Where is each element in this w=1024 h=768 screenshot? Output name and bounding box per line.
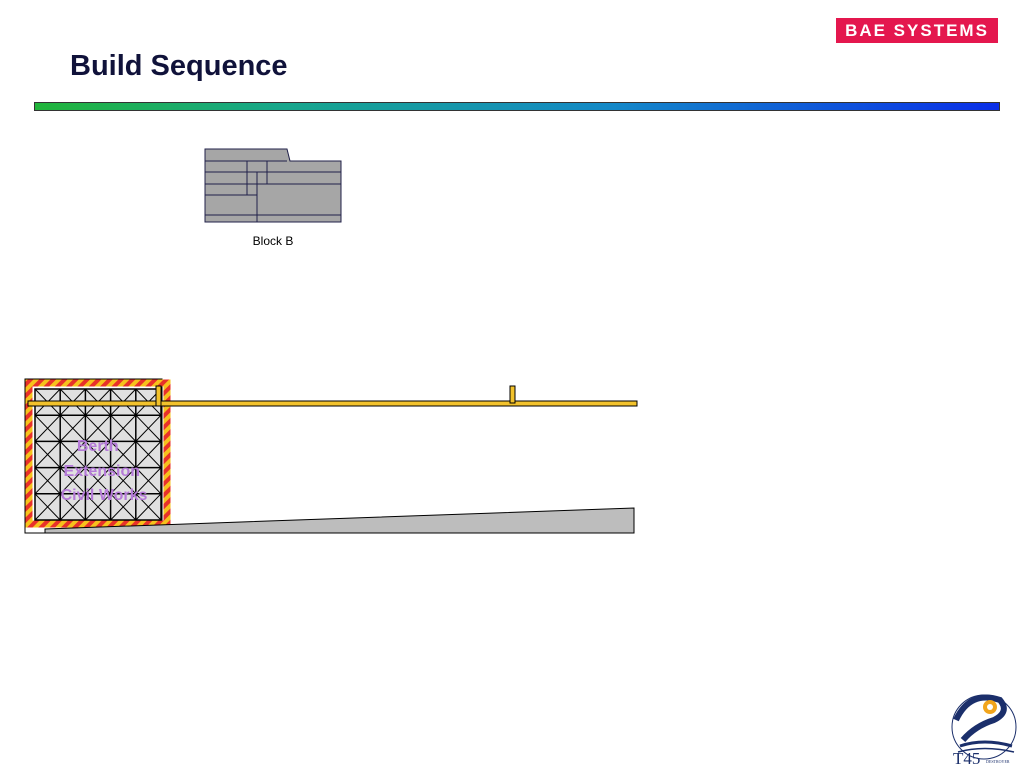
block-b-section (204, 148, 342, 223)
scaffold-member (85, 441, 111, 468)
scaffold-member (85, 493, 111, 521)
t45-destroyer-emblem: T45 DESTROYER (951, 694, 1017, 768)
slipway (44, 507, 635, 534)
scaffold-member (110, 467, 137, 495)
scaffold-member (110, 441, 137, 468)
scaffold-member (110, 493, 137, 521)
bae-systems-logo: BAE SYSTEMS (836, 18, 998, 43)
berth-extension-label: Berth Extension Civil Works (61, 438, 148, 504)
t45-emblem-text: T45 (953, 749, 980, 768)
scaffold-member (59, 414, 86, 442)
scaffold-member (135, 414, 162, 442)
block-b-label: Block B (253, 234, 294, 248)
scaffold-member (34, 493, 61, 521)
slide-title: Build Sequence (70, 50, 288, 82)
scaffold-member (110, 414, 137, 442)
scaffold-member (59, 493, 86, 521)
block-b-outline (204, 148, 342, 223)
scaffold-member (59, 467, 86, 495)
title-gradient-rule (34, 102, 1000, 111)
t45-emblem-subtext: DESTROYER (986, 759, 1010, 764)
gantry-rail (27, 385, 638, 407)
scaffold-member (85, 467, 111, 495)
scaffold-member (135, 467, 162, 495)
scaffold-member (85, 414, 111, 442)
scaffold-member (34, 467, 61, 495)
scaffold-member (135, 493, 162, 521)
scaffold-member (59, 441, 86, 468)
scaffold-member (34, 414, 61, 442)
scaffold-member (135, 441, 162, 468)
scaffold-member (34, 441, 61, 468)
